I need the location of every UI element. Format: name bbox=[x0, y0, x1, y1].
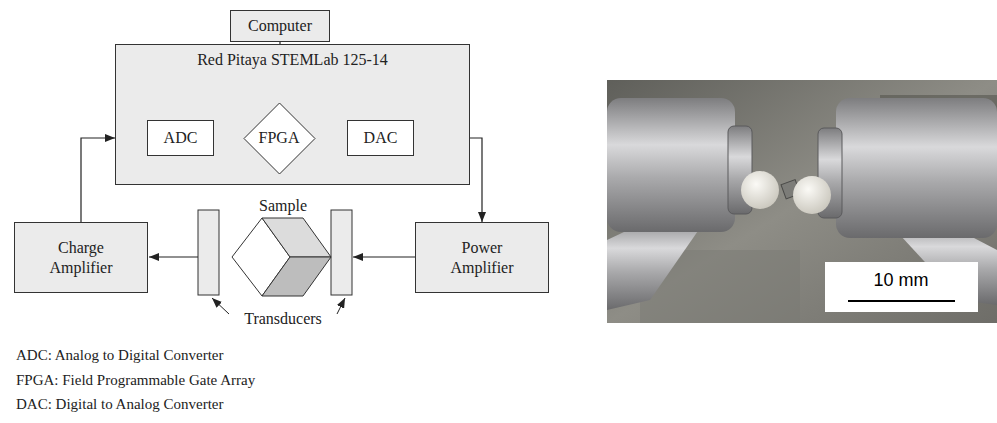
transducer-label: Transducers bbox=[223, 309, 343, 328]
sample-face bbox=[262, 218, 331, 257]
sample-face bbox=[262, 257, 331, 296]
box-label: ADC bbox=[164, 128, 198, 147]
signal-wire bbox=[353, 256, 415, 257]
process-box: DAC bbox=[347, 120, 414, 156]
leader-line bbox=[212, 298, 229, 314]
fpga-diamond: FPGA bbox=[244, 103, 315, 174]
left-holder bbox=[607, 98, 735, 232]
box-label: Charge Amplifier bbox=[34, 238, 129, 276]
box-label: DAC bbox=[364, 128, 398, 147]
signal-wire bbox=[149, 256, 198, 257]
legend-note: FPGA: Field Programmable Gate Array bbox=[16, 371, 255, 389]
box-label: Power Amplifier bbox=[435, 238, 530, 276]
device-box: Computer bbox=[230, 10, 330, 42]
left-ceramic-tip bbox=[741, 171, 779, 209]
process-box: ADC bbox=[147, 120, 214, 156]
signal-connector bbox=[470, 138, 482, 222]
box-heading: Red Pitaya STEMLab 125-14 bbox=[116, 50, 469, 69]
sample-label: Sample bbox=[233, 196, 333, 215]
leader-line bbox=[337, 298, 345, 314]
right-holder bbox=[836, 98, 997, 238]
box-label: Computer bbox=[248, 16, 312, 35]
scale-bar bbox=[848, 300, 955, 302]
scale-box bbox=[825, 262, 978, 312]
board-box: Red Pitaya STEMLab 125-14ADC FPGA DAC bbox=[115, 44, 470, 185]
legend-note: ADC: Analog to Digital Converter bbox=[16, 346, 223, 364]
right-ceramic-tip bbox=[793, 176, 831, 214]
scale-label: 10 mm bbox=[840, 270, 962, 292]
amplifier-box: Power Amplifier bbox=[415, 222, 549, 293]
box-label: FPGA bbox=[259, 128, 300, 147]
amplifier-box: Charge Amplifier bbox=[14, 222, 148, 293]
diamond-shape bbox=[244, 103, 315, 174]
legend-note: DAC: Digital to Analog Converter bbox=[16, 395, 223, 413]
transducer bbox=[198, 210, 219, 295]
signal-connector bbox=[81, 138, 115, 222]
photo-background bbox=[607, 80, 997, 323]
transducer bbox=[331, 210, 352, 295]
